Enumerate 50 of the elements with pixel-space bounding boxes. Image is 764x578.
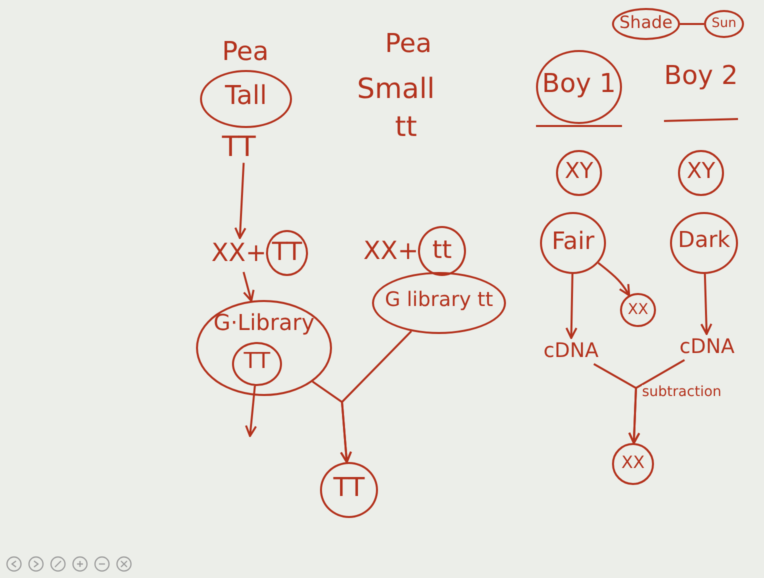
node-label: Boy 1 xyxy=(542,70,616,99)
ellipse-node xyxy=(536,50,622,124)
arrow xyxy=(565,274,578,339)
node-label: TT xyxy=(272,238,302,266)
ellipse-node xyxy=(670,212,738,274)
ellipse-node xyxy=(232,342,282,386)
node-label: Fair xyxy=(552,228,594,254)
node-label: Shade xyxy=(619,14,673,33)
node-label: XY xyxy=(564,160,594,184)
ellipse-node xyxy=(612,8,680,40)
ellipse-node xyxy=(200,70,292,128)
node-label: TT xyxy=(244,350,270,374)
arrow xyxy=(340,330,412,464)
ellipse-node xyxy=(540,212,606,274)
arrow xyxy=(628,359,685,444)
text-label: Boy 2 xyxy=(664,62,738,91)
ellipse-node xyxy=(196,300,332,396)
arrow xyxy=(242,272,255,302)
node-label: TT xyxy=(333,474,365,503)
arrow xyxy=(598,262,630,296)
ellipse-node xyxy=(418,226,466,276)
ellipse-node xyxy=(620,293,656,327)
ellipse-node xyxy=(612,443,654,485)
node-label: Dark xyxy=(678,229,730,254)
ellipse-node xyxy=(704,10,744,38)
node-label: XX xyxy=(621,454,645,473)
beside-text: TT xyxy=(222,132,256,163)
arrow xyxy=(245,386,257,437)
node-label: XY xyxy=(686,160,716,184)
text-label: Small xyxy=(357,74,435,105)
text-label: tt xyxy=(395,112,417,143)
arrow xyxy=(234,162,246,239)
ellipse-node xyxy=(678,150,724,196)
node-text: XX+ xyxy=(208,238,270,272)
node-label: G library tt xyxy=(384,288,494,310)
arrow xyxy=(700,274,712,335)
ellipse-node xyxy=(372,272,506,334)
ellipse-node xyxy=(266,230,308,276)
node-label: XX xyxy=(628,301,648,318)
ellipse-node xyxy=(320,462,378,518)
node-label: Sun xyxy=(712,17,736,32)
text-label: Pea xyxy=(385,30,432,59)
node-text: XX+ xyxy=(360,236,422,270)
node-label: G·Library xyxy=(214,312,314,336)
node-label: tt xyxy=(432,236,452,264)
node-label: Tall xyxy=(225,82,267,111)
text-label: Pea xyxy=(222,38,269,67)
ellipse-node xyxy=(556,150,602,196)
node-text: cDNA xyxy=(674,334,740,360)
node-text: cDNA xyxy=(538,338,604,364)
